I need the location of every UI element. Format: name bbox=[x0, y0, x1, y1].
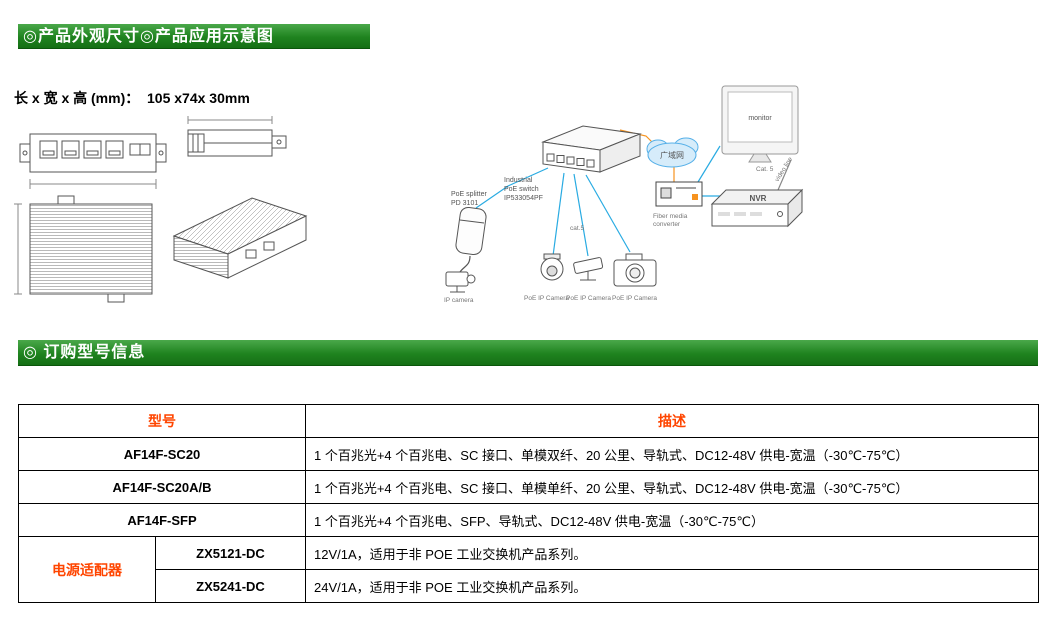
table-row: AF14F-SC20 1 个百兆光+4 个百兆电、SC 接口、单模双纤、20 公… bbox=[18, 437, 1039, 471]
model-cell: AF14F-SC20A/B bbox=[18, 470, 306, 504]
order-info-table: 型号 描述 AF14F-SC20 1 个百兆光+4 个百兆电、SC 接口、单模双… bbox=[18, 404, 1039, 603]
video-line-label: video line bbox=[774, 156, 795, 183]
application-diagram: Industrial PoE switch IP533054PF 广域网 Fib… bbox=[444, 85, 804, 304]
description-cell: 12V/1A，适用于非 POE 工业交换机产品系列。 bbox=[305, 536, 1039, 570]
model-cell: ZX5121-DC bbox=[155, 536, 306, 570]
model-cell: AF14F-SC20 bbox=[18, 437, 306, 471]
nvr-label: NVR bbox=[750, 194, 767, 203]
adapter-label-cell: 电源适配器 bbox=[18, 536, 156, 603]
dslr-camera-illustration bbox=[613, 253, 657, 287]
perspective-view-drawing bbox=[172, 197, 308, 279]
table-row: 电源适配器 ZX5121-DC 12V/1A，适用于非 POE 工业交换机产品系… bbox=[18, 536, 1039, 603]
section-title-appearance: ◎产品外观尺寸◎产品应用示意图 bbox=[18, 24, 370, 49]
monitor-illustration bbox=[721, 85, 799, 163]
splitter-label-line1: PoE splitter bbox=[451, 191, 487, 198]
table-row: ZX5241-DC 24V/1A，适用于非 POE 工业交换机产品系列。 bbox=[19, 569, 1039, 603]
ip-camera-label: IP camera bbox=[444, 297, 474, 304]
dimension-line-top bbox=[187, 116, 273, 124]
monitor-label: monitor bbox=[748, 115, 772, 122]
converter-label-line1: Fiber media bbox=[653, 213, 688, 220]
table-row: AF14F-SC20A/B 1 个百兆光+4 个百兆电、SC 接口、单模单纤、2… bbox=[18, 470, 1039, 504]
dimension-line-width bbox=[29, 179, 157, 189]
table-header-row: 型号 描述 bbox=[18, 404, 1039, 438]
sc-fiber-port bbox=[129, 143, 151, 156]
col-header-description: 描述 bbox=[305, 404, 1039, 438]
description-cell: 1 个百兆光+4 个百兆电、SFP、导轨式、DC12-48V 供电-宽温（-30… bbox=[305, 503, 1039, 537]
splitter-label-line2: PD 3101 bbox=[451, 200, 478, 207]
cat5-top-label: Cat. 5 bbox=[756, 166, 774, 173]
wan-cloud-label: 广域网 bbox=[660, 150, 684, 160]
col-header-model: 型号 bbox=[18, 404, 306, 438]
converter-label-line2: converter bbox=[653, 221, 681, 228]
switch-label-line3: IP533054PF bbox=[504, 195, 543, 202]
description-cell: 1 个百兆光+4 个百兆电、SC 接口、单模双纤、20 公里、导轨式、DC12-… bbox=[305, 437, 1039, 471]
poe-splitter-illustration bbox=[455, 206, 487, 256]
description-cell: 24V/1A，适用于非 POE 工业交换机产品系列。 bbox=[305, 569, 1039, 603]
rj45-ports bbox=[39, 140, 124, 159]
switch-label-line1: Industrial bbox=[504, 177, 533, 184]
top-view-drawing bbox=[14, 195, 153, 303]
media-converter-illustration bbox=[655, 181, 703, 207]
dome-camera-illustration bbox=[540, 253, 564, 281]
front-view-drawing bbox=[19, 133, 167, 189]
nvr-illustration bbox=[710, 188, 804, 228]
model-cell: AF14F-SFP bbox=[18, 503, 306, 537]
table-row: AF14F-SFP 1 个百兆光+4 个百兆电、SFP、导轨式、DC12-48V… bbox=[18, 503, 1039, 537]
dimension-line-left bbox=[14, 203, 22, 295]
wan-cloud-icon bbox=[646, 137, 699, 168]
bullet-camera-illustration bbox=[573, 257, 604, 281]
switch-label-line2: PoE switch bbox=[504, 186, 539, 193]
ip-camera-illustration bbox=[445, 271, 476, 293]
product-drawings-and-application-diagram: Industrial PoE switch IP533054PF 广域网 Fib… bbox=[14, 85, 804, 304]
poe-camera-label-3: PoE IP Camera bbox=[612, 295, 657, 302]
connection-lines bbox=[459, 129, 792, 273]
poe-switch-illustration bbox=[541, 125, 642, 173]
cat5-mid-label: cat.5 bbox=[570, 225, 584, 232]
poe-camera-label-1: PoE IP Camera bbox=[524, 295, 569, 302]
description-cell: 1 个百兆光+4 个百兆电、SC 接口、单模单纤、20 公里、导轨式、DC12-… bbox=[305, 470, 1039, 504]
model-cell: ZX5241-DC bbox=[155, 569, 306, 603]
dimensions-text: 长 x 宽 x 高 (mm)： 105 x74x 30mm bbox=[14, 90, 250, 106]
side-view-drawing bbox=[187, 116, 287, 157]
section-title-ordering: ◎ 订购型号信息 bbox=[18, 340, 1038, 366]
poe-camera-label-2: PoE IP Camera bbox=[566, 295, 611, 302]
